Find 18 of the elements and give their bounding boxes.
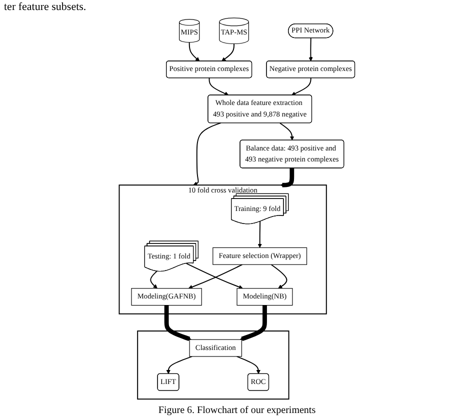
arrow bbox=[193, 122, 222, 186]
figure-caption: Figure 6. Flowchart of our experiments bbox=[157, 404, 317, 418]
text-fragment: ter feature subsets. bbox=[3, 0, 88, 14]
arrow bbox=[280, 167, 294, 188]
cluster bbox=[137, 330, 290, 400]
arrow bbox=[258, 221, 262, 248]
arrow bbox=[208, 78, 229, 96]
arrow bbox=[188, 42, 200, 62]
arrow bbox=[236, 356, 261, 374]
arrow bbox=[164, 304, 192, 342]
arrow bbox=[279, 122, 294, 140]
arrow bbox=[166, 356, 193, 374]
arrow bbox=[240, 304, 267, 342]
arrow bbox=[308, 38, 313, 62]
arrow bbox=[222, 43, 234, 62]
arrow bbox=[150, 270, 158, 289]
arrow bbox=[291, 78, 312, 96]
arrow bbox=[270, 264, 288, 289]
